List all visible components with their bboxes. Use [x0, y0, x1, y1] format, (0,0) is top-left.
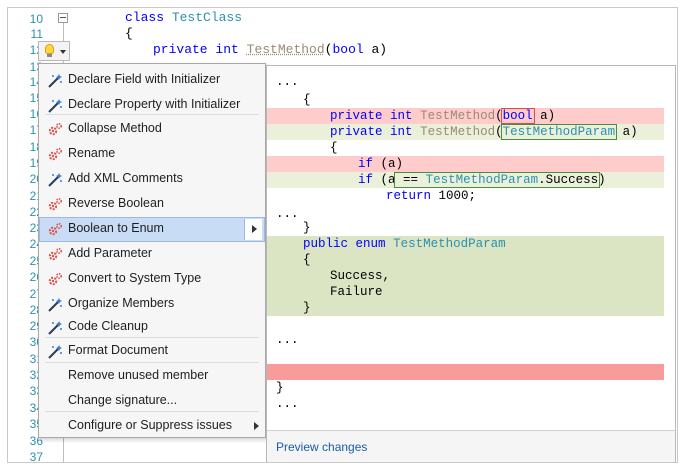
preview-line-added: if (a == TestMethodParam.Success): [267, 172, 664, 188]
preview-line-added: Failure: [267, 284, 664, 300]
menu-item-reverse-boolean[interactable]: Reverse Boolean: [39, 192, 265, 217]
menu-item-label: Declare Property with Initializer: [68, 97, 241, 111]
preview-line: {: [303, 93, 311, 107]
menu-item-label: Convert to System Type: [68, 271, 202, 285]
menu-item-code-cleanup[interactable]: Code Cleanup: [39, 315, 265, 340]
menu-item-label: Remove unused member: [68, 368, 209, 382]
chevron-right-icon: [254, 422, 259, 430]
lightbulb-icon: [45, 44, 54, 54]
menu-separator: [45, 114, 259, 115]
menu-separator: [45, 362, 259, 363]
submenu-button[interactable]: [244, 219, 262, 240]
chevron-right-icon: [252, 225, 257, 233]
preview-line: }: [303, 221, 311, 235]
highlight-added: == TestMethodParam.Success: [393, 172, 601, 188]
line-number: 11: [30, 27, 43, 41]
wand-icon: [47, 320, 63, 336]
menu-item-add-xml-comments[interactable]: Add XML Comments: [39, 167, 265, 192]
menu-item-change-signature[interactable]: Change signature...: [39, 389, 265, 414]
menu-item-label: Collapse Method: [68, 121, 162, 135]
preview-line: }: [276, 381, 284, 395]
wand-icon: [47, 73, 63, 89]
preview-line: ...: [276, 207, 299, 221]
preview-footer: Preview changes: [267, 430, 675, 462]
menu-item-configure-or-suppress-issues[interactable]: Configure or Suppress issues: [39, 414, 265, 439]
wand-icon: [47, 98, 63, 114]
preview-line: ...: [276, 333, 299, 347]
highlight-removed: bool: [500, 108, 535, 124]
line-number: 37: [29, 450, 43, 463]
menu-item-label: Rename: [68, 146, 116, 160]
menu-item-convert-to-system-type[interactable]: Convert to System Type: [39, 267, 265, 292]
menu-item-declare-field-with-initializer[interactable]: Declare Field with Initializer: [39, 68, 265, 93]
preview-line-removed: if (a): [267, 156, 664, 172]
gears-icon: [47, 222, 63, 238]
menu-item-label: Add Parameter: [68, 246, 153, 260]
preview-line-removed: private int TestMethod(bool a): [267, 108, 664, 124]
preview-line-added: Success,: [267, 268, 664, 284]
collapse-toggle[interactable]: [58, 13, 68, 23]
gears-icon: [47, 247, 63, 263]
preview-changes-link[interactable]: Preview changes: [276, 440, 368, 454]
wand-icon: [47, 172, 63, 188]
menu-item-boolean-to-enum[interactable]: Boolean to Enum: [39, 217, 265, 242]
menu-item-label: Format Document: [68, 343, 169, 357]
menu-item-label: Configure or Suppress issues: [68, 418, 232, 432]
menu-separator: [45, 337, 259, 338]
highlight-added: TestMethodParam: [500, 124, 618, 140]
menu-item-label: Organize Members: [68, 296, 175, 310]
wand-icon: [47, 344, 63, 360]
code-line-12: private int TestMethod(bool a): [153, 42, 388, 57]
menu-item-label: Declare Field with Initializer: [68, 72, 221, 86]
gears-icon: [47, 122, 63, 138]
menu-separator: [45, 411, 259, 412]
wand-icon: [47, 297, 63, 313]
preview-line: ...: [276, 397, 299, 411]
menu-item-label: Boolean to Enum: [68, 221, 164, 235]
preview-line-added: }: [267, 300, 664, 316]
menu-item-remove-unused-member[interactable]: Remove unused member: [39, 364, 265, 389]
menu-item-declare-property-with-initializer[interactable]: Declare Property with Initializer: [39, 93, 265, 118]
chevron-down-icon: [60, 50, 66, 54]
menu-item-label: Code Cleanup: [68, 319, 148, 333]
menu-item-label: Change signature...: [68, 393, 178, 407]
menu-item-label: Reverse Boolean: [68, 196, 164, 210]
menu-item-collapse-method[interactable]: Collapse Method: [39, 117, 265, 142]
code-line-11: {: [125, 26, 133, 41]
menu-item-organize-members[interactable]: Organize Members: [39, 292, 265, 317]
gears-icon: [47, 272, 63, 288]
menu-item-format-document[interactable]: Format Document: [39, 339, 265, 364]
gears-icon: [47, 147, 63, 163]
quick-actions-button[interactable]: [38, 41, 70, 61]
menu-item-label: Add XML Comments: [68, 171, 183, 185]
line-number: 10: [29, 12, 43, 26]
gears-icon: [47, 197, 63, 213]
preview-line-added: private int TestMethod(TestMethodParam a…: [267, 124, 664, 140]
menu-item-rename[interactable]: Rename: [39, 142, 265, 167]
preview-line: return 1000;: [386, 189, 477, 203]
preview-line-removed: [267, 364, 664, 380]
menu-item-add-parameter[interactable]: Add Parameter: [39, 242, 265, 267]
code-line-10: class TestClass: [125, 10, 243, 25]
preview-line: {: [330, 141, 338, 155]
preview-line: ...: [276, 75, 299, 89]
preview-pane: ... { private int TestMethod(bool a) pri…: [266, 65, 676, 462]
preview-line-added: {: [267, 252, 664, 268]
preview-line-added: public enum TestMethodParam: [267, 236, 664, 252]
lightbulb-base: [47, 54, 52, 57]
